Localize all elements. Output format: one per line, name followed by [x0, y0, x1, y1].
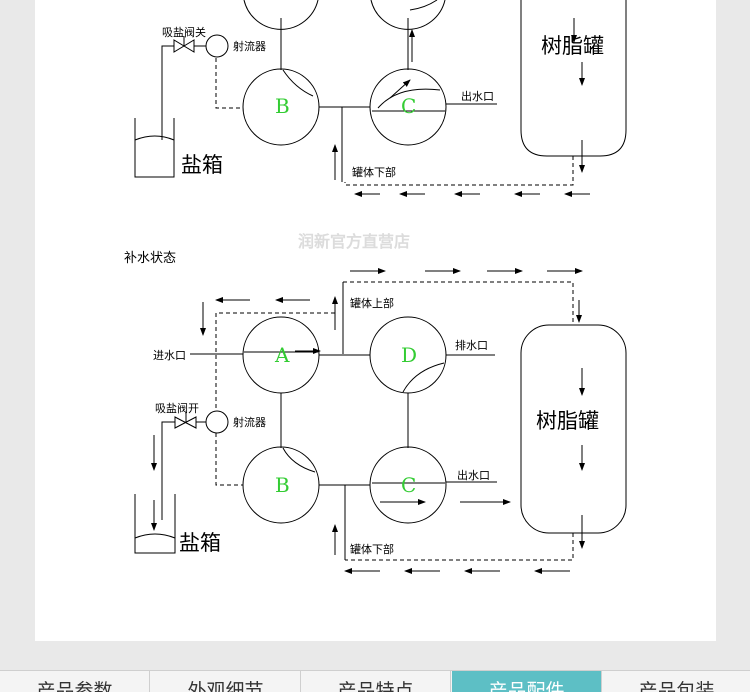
- tab-product-packaging[interactable]: 产品包装: [602, 671, 750, 692]
- salt-box-label-bottom: 盐箱: [179, 531, 221, 555]
- flow-diagram: 树脂罐 吸盐阀关 射流器 出水口 罐体下部 盐箱 B C 润新官方直营店 补水状…: [124, 0, 627, 574]
- tab-appearance-details[interactable]: 外观细节: [151, 671, 301, 692]
- outlet-label-bottom: 出水口: [457, 468, 490, 482]
- tank-label-bottom: 树脂罐: [536, 409, 599, 433]
- tab-product-accessories[interactable]: 产品配件: [452, 671, 602, 692]
- ejector-label-top: 射流器: [233, 39, 266, 53]
- salt-valve-label-top: 吸盐阀关: [162, 25, 206, 39]
- valve-c-letter-top: C: [401, 94, 416, 118]
- tank-top-label: 罐体上部: [350, 296, 394, 310]
- valve-d-letter: D: [401, 343, 417, 367]
- valve-b-letter-bottom: B: [275, 473, 290, 497]
- content-panel: 树脂罐 吸盐阀关 射流器 出水口 罐体下部 盐箱 B C 润新官方直营店 补水状…: [35, 0, 716, 641]
- salt-box-label-top: 盐箱: [181, 153, 223, 177]
- ejector-top: [205, 34, 229, 58]
- state-title: 补水状态: [124, 251, 176, 266]
- inlet-label: 进水口: [153, 349, 186, 362]
- tank-bottom-label-top: 罐体下部: [352, 165, 396, 179]
- ejector-label-bottom: 射流器: [233, 415, 266, 429]
- salt-valve-label-bottom: 吸盐阀开: [155, 401, 199, 415]
- salt-box-bottom: [134, 494, 176, 554]
- ejector-bottom: [205, 410, 229, 434]
- salt-box-top: [134, 118, 175, 178]
- tab-product-params[interactable]: 产品参数: [0, 671, 150, 692]
- watermark: 润新官方直营店: [298, 232, 410, 251]
- drain-label: 排水口: [455, 338, 488, 352]
- valve-b-letter-top: B: [275, 94, 290, 118]
- tab-product-features[interactable]: 产品特点: [301, 671, 451, 692]
- valve-a-letter: A: [274, 343, 290, 367]
- tank-bottom-label-bottom: 罐体下部: [350, 542, 394, 556]
- product-tab-bar: 产品参数 外观细节 产品特点 产品配件 产品包装: [0, 670, 750, 692]
- tank-label-top: 树脂罐: [541, 34, 604, 58]
- outlet-label-top: 出水口: [461, 89, 494, 103]
- valve-c-letter-bottom: C: [401, 473, 416, 497]
